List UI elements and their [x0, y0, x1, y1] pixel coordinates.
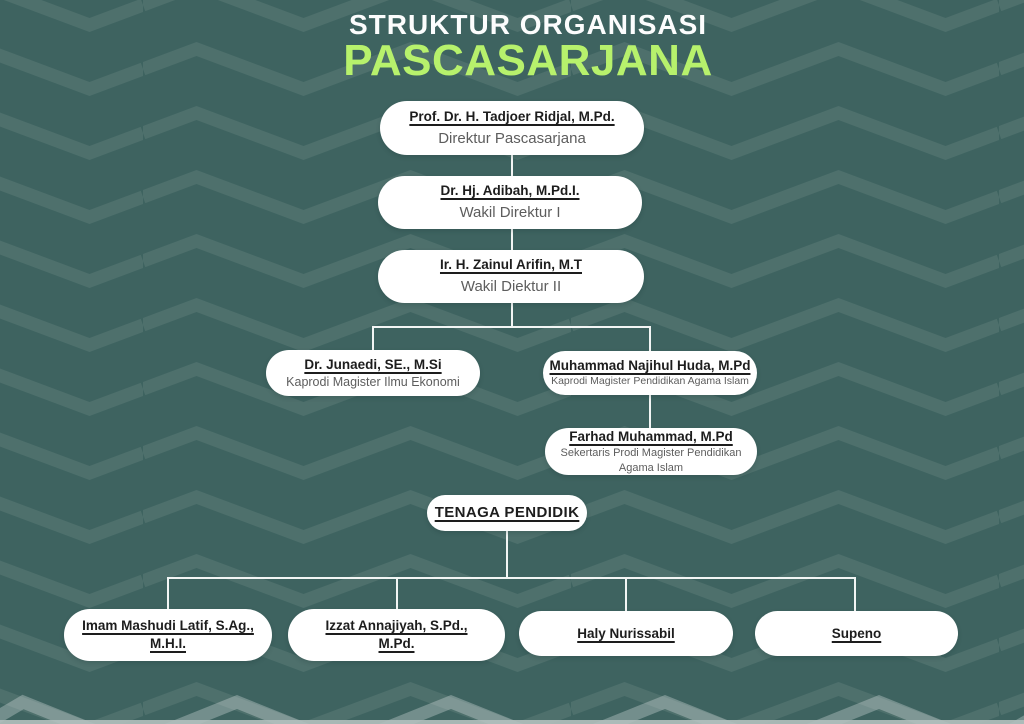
- node-name: TENAGA PENDIDIK: [434, 504, 580, 522]
- node-role: Kaprodi Magister Ilmu Ekonomi: [286, 375, 460, 390]
- node-name: Muhammad Najihul Huda, M.Pd: [549, 357, 751, 373]
- node-name: Dr. Hj. Adibah, M.Pd.I.: [440, 183, 580, 199]
- org-title: STRUKTUR ORGANISASI PASCASARJANA: [16, 9, 1024, 85]
- node-tenaga-pendidik-header: TENAGA PENDIDIK: [427, 495, 587, 531]
- node-name: Supeno: [831, 625, 882, 641]
- title-line-1: STRUKTUR ORGANISASI: [348, 9, 708, 40]
- node-name: Imam Mashudi Latif, S.Ag., M.H.I.: [82, 618, 254, 651]
- node-wakil-direktur-1: Dr. Hj. Adibah, M.Pd.I. Wakil Direktur I: [378, 176, 642, 229]
- title-line-2: PASCASARJANA: [343, 36, 713, 85]
- node-kaprodi-pendidikan-agama-islam: Muhammad Najihul Huda, M.Pd Kaprodi Magi…: [543, 351, 757, 395]
- node-name: Ir. H. Zainul Arifin, M.T: [439, 257, 582, 273]
- node-direktur: Prof. Dr. H. Tadjoer Ridjal, M.Pd. Direk…: [380, 101, 644, 155]
- node-role: Kaprodi Magister Pendidikan Agama Islam: [551, 375, 749, 388]
- bottom-edge-strip: [0, 720, 1024, 724]
- node-kaprodi-ilmu-ekonomi: Dr. Junaedi, SE., M.Si Kaprodi Magister …: [266, 350, 480, 396]
- node-name: Prof. Dr. H. Tadjoer Ridjal, M.Pd.: [409, 108, 615, 124]
- node-tenaga-pendidik-3: Haly Nurissabil: [519, 611, 733, 656]
- node-tenaga-pendidik-2: Izzat Annajiyah, S.Pd., M.Pd.: [288, 609, 505, 661]
- node-name: Izzat Annajiyah, S.Pd., M.Pd.: [325, 618, 468, 651]
- node-role: Wakil Direktur I: [459, 204, 561, 222]
- node-sekertaris-prodi: Farhad Muhammad, M.Pd Sekertaris Prodi M…: [545, 428, 757, 475]
- node-tenaga-pendidik-1: Imam Mashudi Latif, S.Ag., M.H.I.: [64, 609, 272, 661]
- node-role: Direktur Pascasarjana: [438, 129, 586, 147]
- node-name: Haly Nurissabil: [577, 625, 675, 641]
- node-tenaga-pendidik-4: Supeno: [755, 611, 958, 656]
- node-wakil-direktur-2: Ir. H. Zainul Arifin, M.T Wakil Diektur …: [378, 250, 644, 303]
- node-name: Dr. Junaedi, SE., M.Si: [304, 356, 442, 372]
- node-name: Farhad Muhammad, M.Pd: [569, 428, 733, 444]
- node-role: Wakil Diektur II: [460, 278, 562, 296]
- node-role: Sekertaris Prodi Magister Pendidikan Aga…: [560, 447, 742, 474]
